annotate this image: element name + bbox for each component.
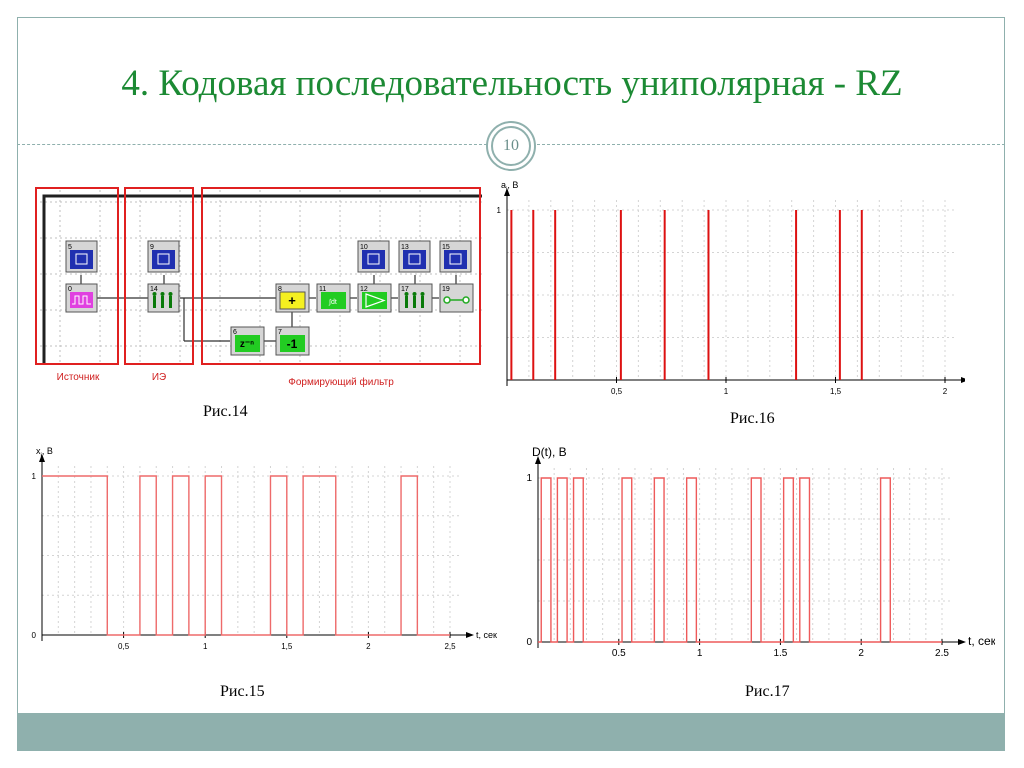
- svg-text:13: 13: [401, 244, 409, 251]
- x-tick-label: 0,5: [611, 387, 623, 396]
- x-tick-label: 1,5: [281, 642, 293, 651]
- y-axis-label: ai, В: [501, 180, 518, 193]
- svg-text:6: 6: [233, 329, 237, 336]
- svg-text:7: 7: [278, 329, 282, 336]
- signal-line: [538, 477, 942, 643]
- caption-fig14: Рис.14: [203, 403, 248, 420]
- integrator-block-11[interactable]: ∫dt 11: [316, 283, 351, 313]
- svg-text:0: 0: [68, 286, 72, 293]
- x-axis-arrow: [958, 639, 966, 645]
- scope-block-5[interactable]: 5: [65, 240, 98, 273]
- x-axis-arrow: [961, 377, 965, 383]
- chart-fig17: 0.5 1 1.5 2 2.5 0 1 t, сек D(t), В: [526, 445, 995, 659]
- block-diagram: 5 9 10 13 15 0 14 +: [35, 187, 482, 388]
- chart-grid: [42, 466, 460, 635]
- x-axis-label: t, сек: [968, 634, 995, 648]
- x-tick-label: 0,5: [118, 642, 130, 651]
- y-axis-label: D(t), В: [532, 445, 567, 459]
- frame-wire: [42, 194, 482, 365]
- y-tick-label: 0: [32, 631, 37, 640]
- output-block-19[interactable]: 19: [439, 283, 474, 313]
- group-box-source: [35, 187, 119, 365]
- page-number-badge: 10: [486, 121, 536, 171]
- bus-block-17[interactable]: 17: [398, 283, 433, 313]
- y-axis-arrow: [504, 188, 510, 196]
- group-box-filter: [201, 187, 481, 365]
- signal-line: [42, 475, 450, 636]
- x-tick-label: 1.5: [773, 648, 787, 659]
- caption-fig15: Рис.15: [220, 683, 265, 700]
- x-tick-label: 1,5: [830, 387, 842, 396]
- y-tick-label: 1: [497, 206, 502, 215]
- svg-text:-1: -1: [287, 337, 298, 351]
- y-axis-label: xi, В: [36, 446, 53, 459]
- amplifier-block-12[interactable]: 12: [357, 283, 392, 313]
- svg-text:10: 10: [360, 244, 368, 251]
- y-axis-arrow: [535, 456, 541, 464]
- slide-frame: [17, 17, 1005, 751]
- y-tick-label: 0: [526, 637, 532, 648]
- x-tick-label: 1: [724, 387, 729, 396]
- wires: [80, 275, 457, 342]
- chart-grid: [538, 468, 952, 642]
- caption-fig16: Рис.16: [730, 410, 775, 427]
- x-tick-label: 2.5: [935, 648, 949, 659]
- footer-band: [17, 713, 1005, 750]
- chart-grid: [507, 200, 955, 380]
- y-tick-label: 1: [32, 472, 37, 481]
- svg-text:z⁻ⁿ: z⁻ⁿ: [240, 339, 254, 350]
- svg-text:+: +: [288, 293, 296, 308]
- x-tick-label: 2: [858, 648, 864, 659]
- svg-text:5: 5: [68, 244, 72, 251]
- x-axis-label: t, сек: [476, 630, 497, 640]
- slide-title: 4. Кодовая последовательность униполярна…: [121, 63, 903, 104]
- scope-block-9[interactable]: 9: [147, 240, 180, 273]
- group-label-ie: ИЭ: [152, 372, 166, 383]
- caption-fig17: Рис.17: [745, 683, 790, 700]
- svg-text:11: 11: [319, 286, 326, 293]
- group-label-filter: Формирующий фильтр: [288, 376, 394, 388]
- y-tick-label: 1: [526, 473, 532, 484]
- x-tick-label: 2: [943, 387, 948, 396]
- svg-text:19: 19: [442, 286, 450, 293]
- bus-block-14[interactable]: 14: [147, 283, 180, 313]
- y-axis-arrow: [39, 454, 45, 462]
- scope-block-15[interactable]: 15: [439, 240, 472, 273]
- gain-block-7[interactable]: -1 7: [275, 326, 310, 356]
- scope-block-10[interactable]: 10: [357, 240, 390, 273]
- x-axis-arrow: [466, 632, 474, 638]
- x-tick-label: 1: [697, 648, 703, 659]
- x-tick-label: 1: [203, 642, 208, 651]
- scope-block-13[interactable]: 13: [398, 240, 431, 273]
- separator-left: [17, 144, 487, 145]
- svg-text:12: 12: [360, 286, 368, 293]
- sum-block-8[interactable]: + 8: [275, 283, 310, 313]
- svg-text:8: 8: [278, 286, 282, 293]
- svg-text:9: 9: [150, 244, 154, 251]
- svg-text:14: 14: [150, 286, 158, 293]
- x-tick-label: 2,5: [444, 642, 456, 651]
- x-tick-label: 2: [366, 642, 371, 651]
- svg-text:17: 17: [401, 286, 409, 293]
- page-number: 10: [491, 126, 531, 166]
- group-label-source: Источник: [57, 372, 100, 383]
- svg-text:∫dt: ∫dt: [328, 299, 337, 306]
- delay-block-6[interactable]: z⁻ⁿ 6: [230, 326, 265, 356]
- source-block-0[interactable]: 0: [65, 283, 98, 313]
- group-box-ie: [124, 187, 194, 365]
- chart-fig16: 0,511,521t, секai, В: [497, 180, 965, 396]
- chart-fig15: 0,5 1 1,5 2 2,5 0 1 t, сек xi, В: [32, 446, 497, 651]
- separator-right: [537, 144, 1005, 145]
- svg-text:15: 15: [442, 244, 450, 251]
- x-tick-label: 0.5: [612, 648, 626, 659]
